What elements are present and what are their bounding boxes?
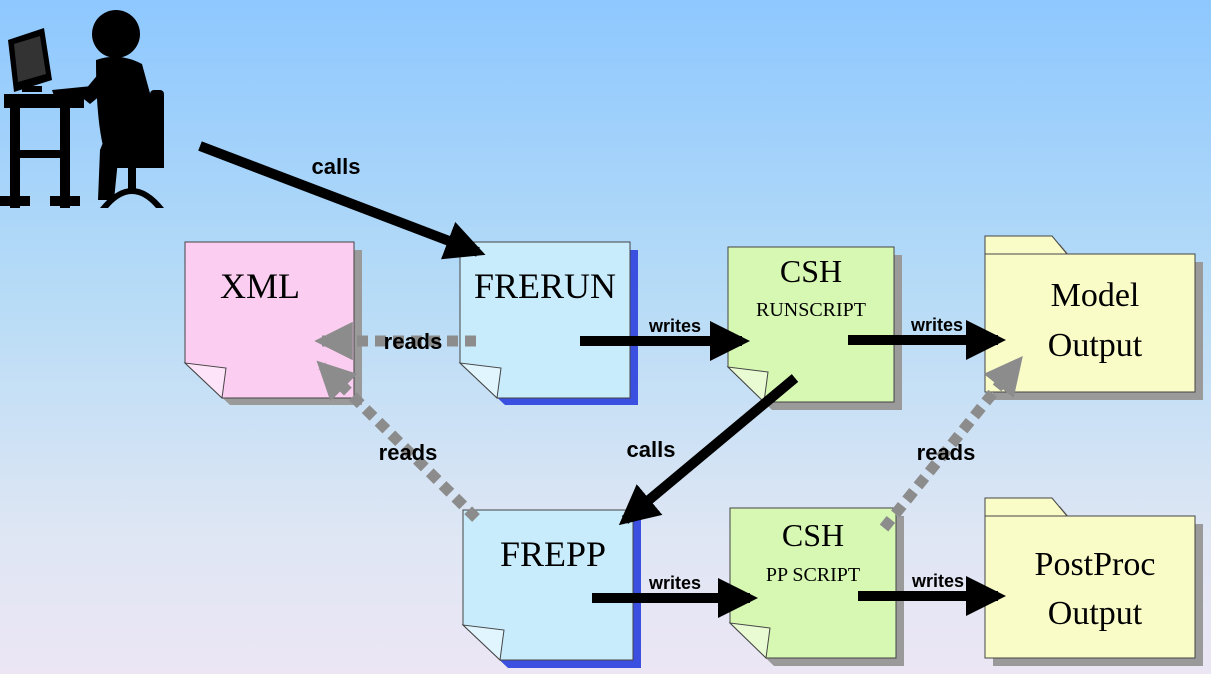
frerun-label: FRERUN — [474, 266, 616, 306]
edge-label-writes-2: writes — [910, 315, 963, 335]
model-output-line2: Output — [1048, 327, 1143, 364]
xml-note[interactable]: XML — [183, 241, 362, 405]
frepp-label: FREPP — [500, 534, 606, 574]
postproc-output-line1: PostProc — [1035, 546, 1156, 583]
csh-runscript-note[interactable]: CSH RUNSCRIPT — [726, 246, 902, 410]
edge-label-calls-2: calls — [627, 437, 676, 462]
postproc-output-folder[interactable]: PostProc Output — [984, 497, 1203, 666]
edge-label-reads-2: reads — [379, 440, 438, 465]
postproc-output-line2: Output — [1048, 595, 1143, 632]
edge-label-calls-1: calls — [312, 154, 361, 179]
frerun-note[interactable]: FRERUN — [458, 241, 638, 405]
arrow-runscript-calls-frepp — [618, 374, 799, 526]
csh-runscript-subtitle: RUNSCRIPT — [756, 299, 866, 321]
edge-label-writes-3: writes — [648, 573, 701, 593]
frepp-note[interactable]: FREPP — [461, 509, 641, 668]
csh-ppscript-subtitle: PP SCRIPT — [766, 564, 860, 586]
arrow-frepp-reads-xml — [316, 360, 480, 522]
edge-label-reads-3: reads — [917, 440, 976, 465]
csh-runscript-title: CSH — [780, 253, 842, 289]
person-at-computer-icon — [0, 10, 164, 208]
edge-label-writes-1: writes — [648, 316, 701, 336]
xml-label: XML — [220, 266, 300, 306]
edge-label-writes-4: writes — [911, 571, 964, 591]
csh-ppscript-note[interactable]: CSH PP SCRIPT — [728, 507, 904, 666]
model-output-folder[interactable]: Model Output — [984, 235, 1203, 400]
csh-ppscript-title: CSH — [782, 517, 844, 553]
model-output-line1: Model — [1051, 277, 1140, 314]
edge-label-reads-1: reads — [384, 329, 443, 354]
arrow-user-calls-frerun — [198, 141, 486, 260]
